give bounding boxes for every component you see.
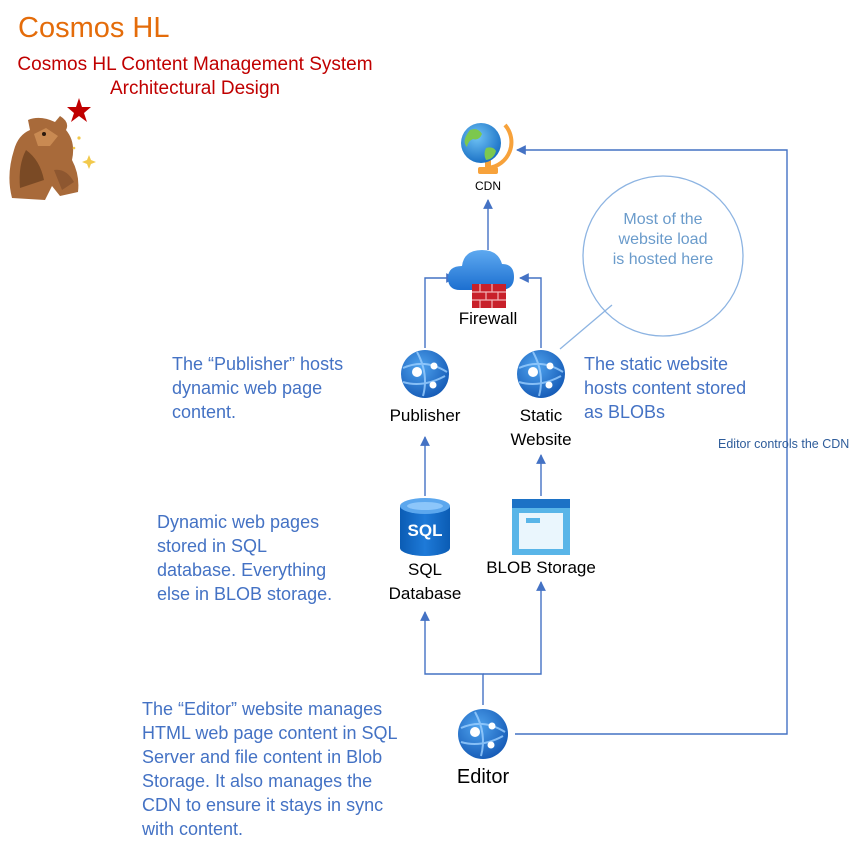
static-website-label-line-2: Website <box>510 430 572 449</box>
editor-note-line: Server and file content in Blob <box>142 747 383 767</box>
circle-note-line: website load <box>618 231 708 248</box>
app-service-icon <box>517 350 565 398</box>
connector-publisher-to-firewall <box>424 273 456 348</box>
static-website-label-line-1: Static <box>519 406 563 425</box>
cdn-label: CDN <box>475 179 501 193</box>
sql-database-label-line-1: SQL <box>407 560 443 579</box>
edge-label-editor-controls-cdn: Editor controls the CDN <box>718 437 850 451</box>
sql-icon-text: SQL <box>408 521 443 540</box>
editor-note-line: The “Editor” website manages <box>142 699 383 719</box>
dynamic-note-line: database. Everything <box>157 560 327 580</box>
app-service-icon <box>458 709 508 759</box>
sql-database-icon: SQL <box>400 498 450 556</box>
static-note-line: The static website <box>584 354 729 374</box>
dynamic-note-line: Dynamic web pages <box>157 512 320 532</box>
firewall-label: Firewall <box>458 309 518 328</box>
connectors <box>420 145 788 735</box>
circle-note-line: is hosted here <box>612 251 714 268</box>
app-service-icon <box>401 350 449 398</box>
connector-static-to-firewall <box>519 273 542 348</box>
editor-note-line: with content. <box>142 819 244 839</box>
callout-circle <box>582 175 744 337</box>
editor-note-line: HTML web page content in SQL <box>142 723 398 743</box>
editor-note-line: Storage. It also manages the <box>142 771 373 791</box>
connector-editor-to-cdn <box>515 145 788 735</box>
static-note-line: as BLOBs <box>584 402 666 422</box>
publisher-note-line: content. <box>172 402 237 422</box>
globe-icon <box>461 123 514 174</box>
blob-storage-label: BLOB Storage <box>486 558 596 577</box>
static-note-line: hosts content stored <box>584 378 747 398</box>
subtitle-line-2: Architectural Design <box>109 78 281 99</box>
sql-database-label-line-2: Database <box>388 584 462 603</box>
blob-storage-icon <box>512 499 570 555</box>
star-icon <box>67 98 91 122</box>
dynamic-note-line: else in BLOB storage. <box>157 584 333 604</box>
connector-editor-to-blob <box>483 581 546 675</box>
bear-logo-icon <box>9 116 79 200</box>
sparkle-icon <box>72 136 96 169</box>
page-title: Cosmos HL <box>18 12 170 44</box>
callout-pointer <box>559 304 613 350</box>
editor-note-line: CDN to ensure it stays in sync <box>142 795 384 815</box>
connector-editor-to-sql <box>420 611 484 705</box>
publisher-label: Publisher <box>389 406 461 425</box>
publisher-note-line: The “Publisher” hosts <box>172 354 344 374</box>
editor-label: Editor <box>456 766 510 788</box>
cloud-firewall-icon <box>448 250 514 308</box>
subtitle-line-1: Cosmos HL Content Management System <box>17 54 373 75</box>
circle-note-line: Most of the <box>623 211 703 228</box>
dynamic-note-line: stored in SQL <box>157 536 268 556</box>
publisher-note-line: dynamic web page <box>172 378 323 398</box>
